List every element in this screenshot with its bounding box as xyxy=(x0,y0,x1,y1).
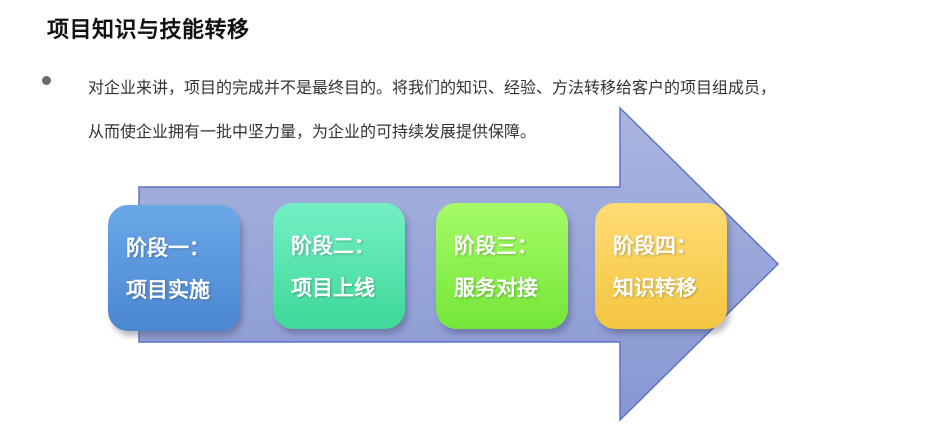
stage-4-label: 阶段四： xyxy=(613,234,697,258)
page-title: 项目知识与技能转移 xyxy=(47,18,250,43)
stage-2-text: 项目上线 xyxy=(291,276,375,300)
stage-2-card: 阶段二： 项目上线 xyxy=(273,203,405,329)
stage-1-text: 项目实施 xyxy=(126,278,210,302)
description-paragraph: 对企业来讲，项目的完成并不是最终目的。将我们的知识、经验、方法转移给客户的项目组… xyxy=(88,66,888,154)
stage-4-text: 知识转移 xyxy=(613,276,697,300)
stage-3-card: 阶段三： 服务对接 xyxy=(436,203,568,329)
description-line-1: 对企业来讲，项目的完成并不是最终目的。将我们的知识、经验、方法转移给客户的项目组… xyxy=(88,78,777,97)
stage-1-card: 阶段一： 项目实施 xyxy=(108,205,240,331)
stage-2-label: 阶段二： xyxy=(291,234,375,258)
stage-3-label: 阶段三： xyxy=(454,234,538,258)
stage-1-label: 阶段一： xyxy=(126,236,210,260)
stage-3-text: 服务对接 xyxy=(454,276,538,300)
description-line-2: 从而使企业拥有一批中坚力量，为企业的可持续发展提供保障。 xyxy=(88,122,537,141)
stage-4-card: 阶段四： 知识转移 xyxy=(595,203,727,329)
bullet-icon xyxy=(42,76,51,85)
